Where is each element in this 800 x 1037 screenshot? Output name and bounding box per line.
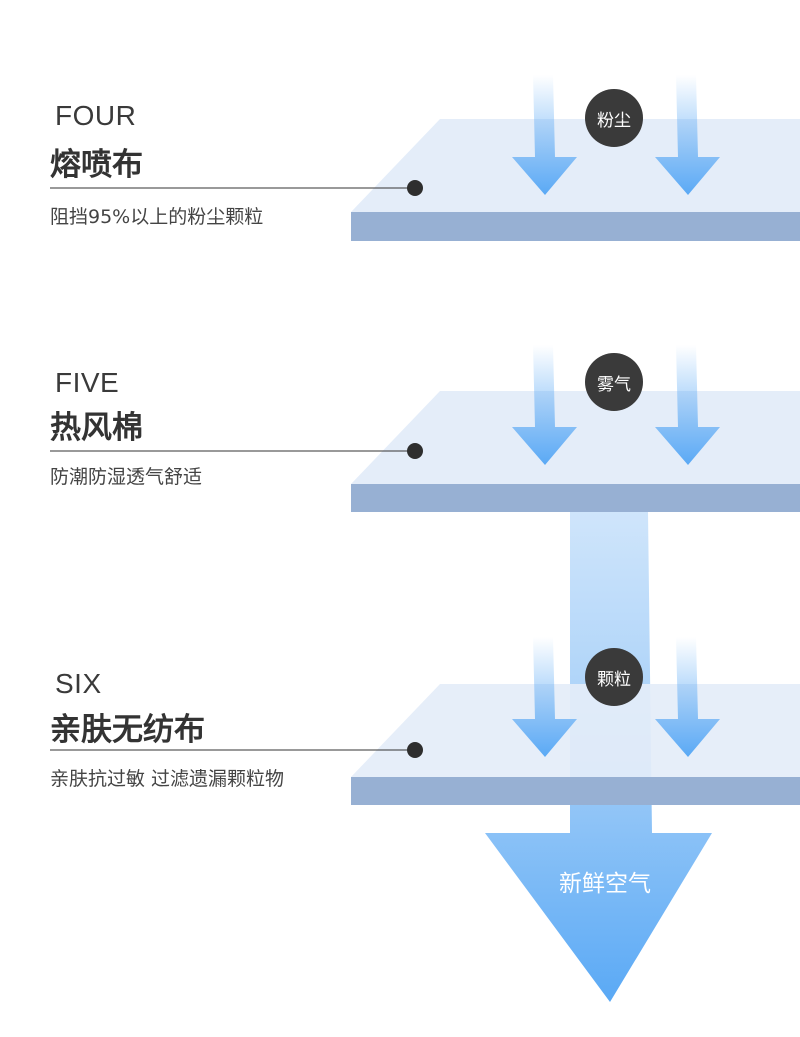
layer-en-label: SIX: [55, 668, 102, 699]
leader-dots: [407, 180, 423, 758]
badge-dust: 粉尘: [585, 89, 643, 147]
layer-four: [351, 119, 800, 241]
layer-title: 熔喷布: [50, 147, 143, 183]
layer-title: 热风棉: [50, 410, 143, 446]
leader-lines: [50, 187, 415, 751]
layer-description: 阻挡95%以上的粉尘颗粒: [50, 206, 264, 228]
badge-mist: 雾气: [585, 353, 643, 411]
badge-particle: 颗粒: [585, 648, 643, 706]
layer-description: 亲肤抗过敏 过滤遗漏颗粒物: [50, 768, 285, 790]
down-arrow-icons: [512, 75, 720, 757]
layer-description: 防潮防湿透气舒适: [50, 466, 203, 488]
layer-title: 亲肤无纺布: [50, 712, 205, 748]
layer-en-label: FIVE: [55, 367, 120, 398]
layer-en-label: FOUR: [55, 100, 137, 131]
fresh-air-label: 新鲜空气: [559, 871, 651, 897]
